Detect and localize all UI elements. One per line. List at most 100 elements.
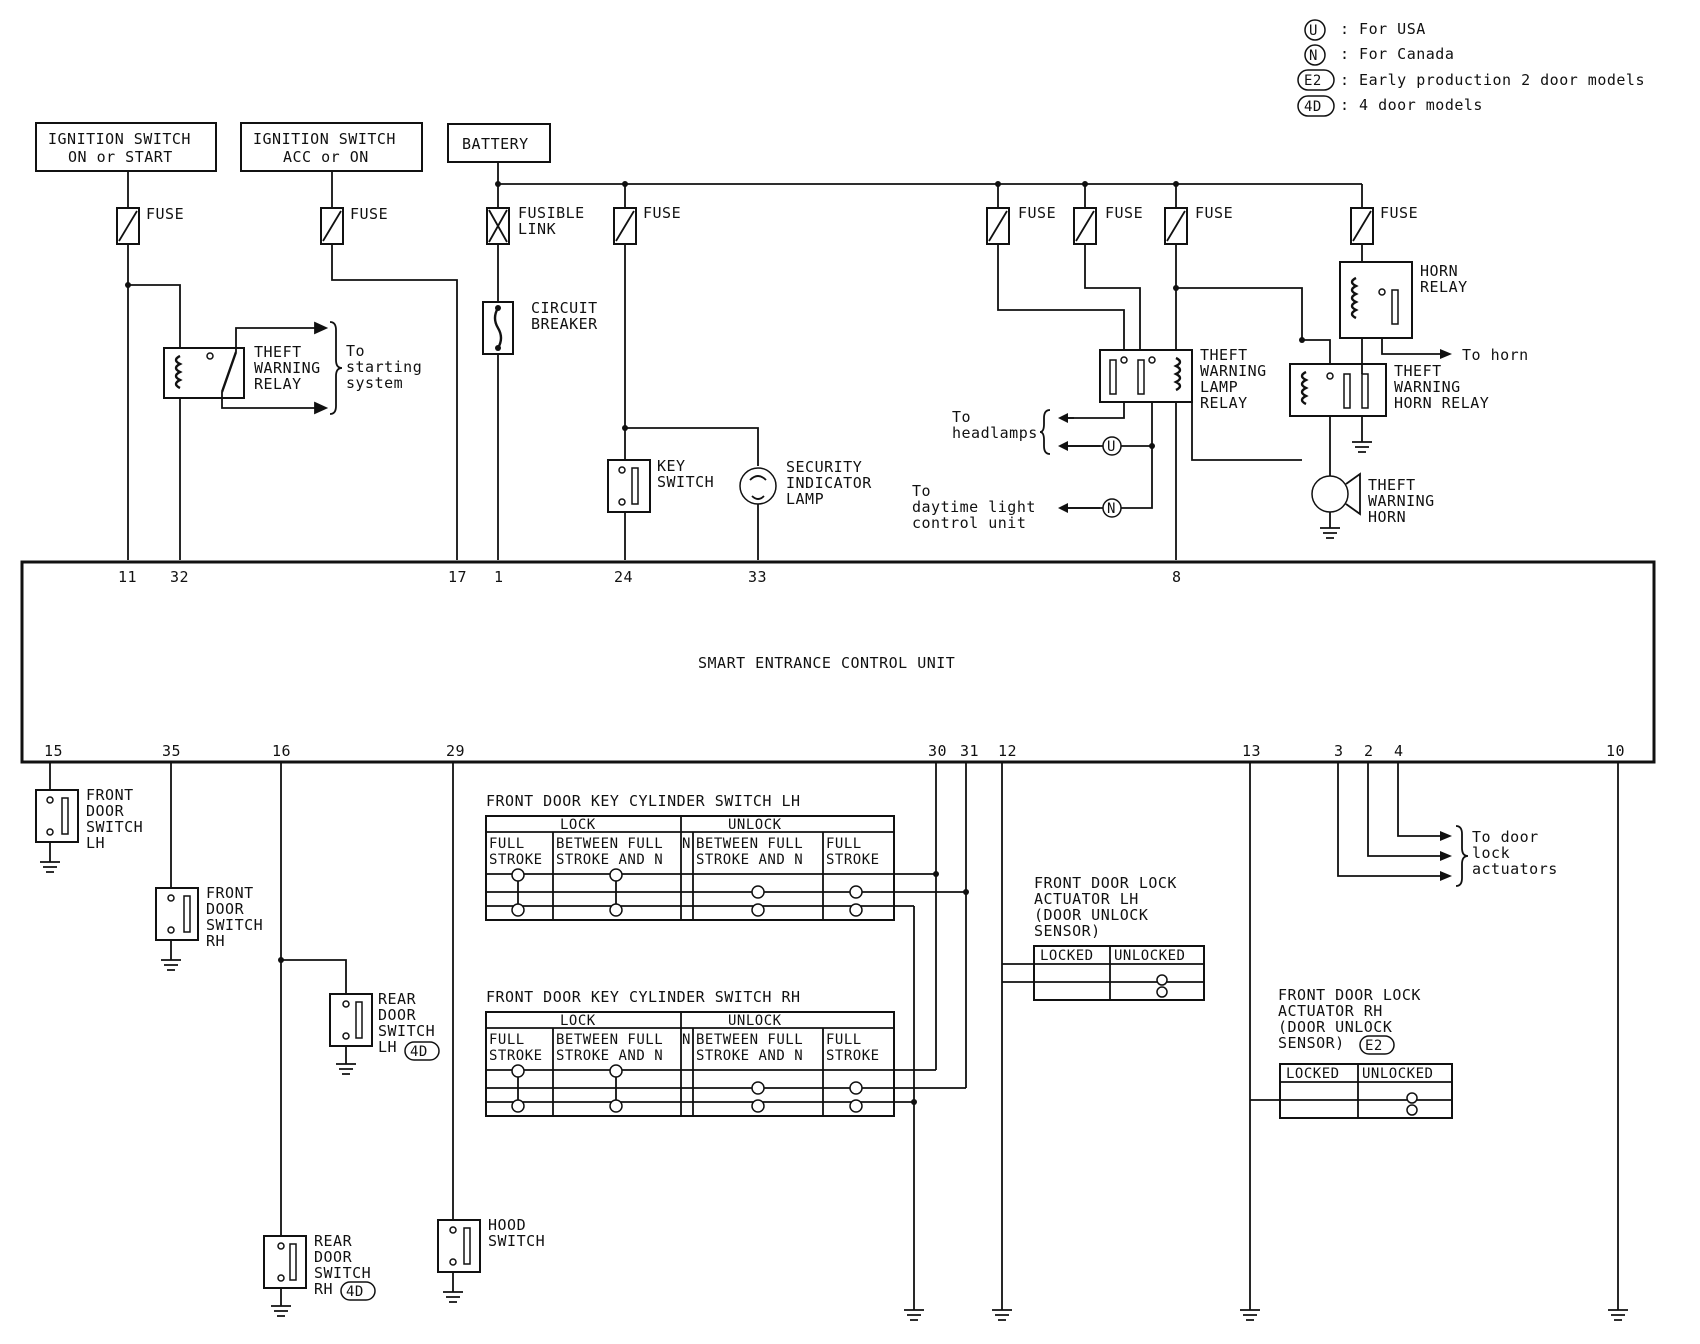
key-cylinder-switch-lh: FRONT DOOR KEY CYLINDER SWITCH LH LOCK U… [485, 792, 969, 921]
key-switch: KEY SWITCH [607, 425, 759, 560]
fuse-ign-on: FUSE [116, 171, 184, 560]
pin-8: 8 [1172, 568, 1182, 586]
kcs-lh-c2b: STROKE AND N [556, 852, 663, 868]
rds-lh-line3: SWITCH [378, 1022, 435, 1040]
key-cylinder-ground [904, 1309, 924, 1321]
legend-e2-symbol: E2 [1304, 73, 1322, 89]
pin-13: 13 [1242, 742, 1261, 760]
kcs-rh-c4a: BETWEEN FULL [696, 1032, 803, 1048]
horn-line2: WARNING [1368, 492, 1435, 510]
kcs-rh-c3: N [682, 1032, 691, 1048]
theft-warning-horn: THEFT WARNING HORN [1311, 460, 1435, 539]
act-lh-locked: LOCKED [1040, 948, 1094, 964]
kcs-rh-c5b: STROKE [826, 1048, 880, 1064]
fuse-ign-acc: FUSE [320, 171, 458, 560]
rds-lh-4d: 4D [410, 1044, 428, 1060]
fuse-label-3: FUSE [643, 204, 681, 222]
ign-acc-on-line2: ACC or ON [283, 148, 369, 166]
legend-early-2-door: E2 : Early production 2 door models [1297, 69, 1645, 91]
horn-line3: HORN [1368, 508, 1406, 526]
act-lh-line1: FRONT DOOR LOCK [1034, 874, 1177, 892]
relay-label-line3: RELAY [254, 375, 302, 393]
legend-canada-text: : For Canada [1340, 45, 1454, 63]
to-starting-line2: starting [346, 358, 422, 376]
hood-switch: HOOD SWITCH [437, 762, 545, 1303]
fusible-link-line2: LINK [518, 220, 556, 238]
fuse-label-5: FUSE [1105, 204, 1143, 222]
pin-4: 4 [1394, 742, 1404, 760]
fuse-lamp-relay-b: FUSE [1073, 184, 1143, 350]
hood-line1: HOOD [488, 1216, 526, 1234]
act-rh-locked: LOCKED [1286, 1066, 1340, 1082]
act-rh-line4: SENSOR) [1278, 1034, 1345, 1052]
to-headlamps-line2: headlamps [952, 424, 1038, 442]
fuse-label-4: FUSE [1018, 204, 1056, 222]
horn-relay2-line2: WARNING [1394, 378, 1461, 396]
front-door-lock-actuator-rh: FRONT DOOR LOCK ACTUATOR RH (DOOR UNLOCK… [1240, 762, 1453, 1321]
pin-10-ground [1608, 762, 1628, 1321]
fuse-label-7: FUSE [1380, 204, 1418, 222]
to-daytime-line3: control unit [912, 514, 1026, 532]
act-lh-line2: ACTUATOR LH [1034, 890, 1139, 908]
kcs-lh-c2a: BETWEEN FULL [556, 836, 663, 852]
pin-2: 2 [1364, 742, 1374, 760]
fds-rh-line4: RH [206, 932, 225, 950]
pin-32: 32 [170, 568, 189, 586]
legend-e2-text: : Early production 2 door models [1340, 71, 1645, 89]
rds-rh-line4: RH [314, 1280, 333, 1298]
rear-door-switch-rh: REAR DOOR SWITCH RH 4D [263, 1232, 376, 1317]
lamp-line2: INDICATOR [786, 474, 872, 492]
hood-line2: SWITCH [488, 1232, 545, 1250]
kcs-rh-unlock: UNLOCK [728, 1013, 782, 1029]
lamp-line3: LAMP [786, 490, 824, 508]
fuse-label-1: FUSE [146, 205, 184, 223]
theft-warning-horn-relay: THEFT WARNING HORN RELAY [1173, 285, 1489, 460]
legend-4d-symbol: 4D [1304, 99, 1322, 115]
ign-acc-on-line1: IGNITION SWITCH [253, 130, 396, 148]
kcs-rh-c4b: STROKE AND N [696, 1048, 803, 1064]
fds-rh-line3: SWITCH [206, 916, 263, 934]
kcs-rh-lock: LOCK [560, 1013, 596, 1029]
circuit-breaker: CIRCUIT BREAKER [482, 299, 598, 560]
legend-4-door: 4D : 4 door models [1297, 95, 1482, 117]
kcs-lh-c3: N [682, 836, 691, 852]
pin-30: 30 [928, 742, 947, 760]
act-lh-unlocked: UNLOCKED [1114, 948, 1185, 964]
fuse-label-2: FUSE [350, 205, 388, 223]
pin-10: 10 [1606, 742, 1625, 760]
fusible-link-line1: FUSIBLE [518, 204, 585, 222]
canada-marker-daytime: N [1107, 501, 1116, 517]
kcs-rh-c2b: STROKE AND N [556, 1048, 663, 1064]
to-starting-line3: system [346, 374, 403, 392]
pin-17: 17 [448, 568, 467, 586]
theft-warning-lamp-relay: THEFT WARNING LAMP RELAY U N To headlamp… [912, 346, 1302, 532]
front-door-switch-rh: FRONT DOOR SWITCH RH [155, 762, 263, 971]
legend-usa: U : For USA [1304, 19, 1425, 41]
battery: BATTERY [447, 123, 551, 163]
battery-label: BATTERY [462, 135, 529, 153]
usa-marker-headlamps: U [1107, 439, 1116, 455]
horn-relay: HORN RELAY To horn [1339, 261, 1528, 364]
kcs-rh-c5a: FULL [826, 1032, 862, 1048]
rds-rh-line2: DOOR [314, 1248, 353, 1266]
rds-rh-4d: 4D [346, 1284, 364, 1300]
fds-lh-line4: LH [86, 834, 105, 852]
kcs-lh-c4b: STROKE AND N [696, 852, 803, 868]
legend-usa-symbol: U [1309, 23, 1318, 39]
horn-line1: THEFT [1368, 476, 1416, 494]
act-rh-line1: FRONT DOOR LOCK [1278, 986, 1421, 1004]
rds-lh-line4: LH [378, 1038, 397, 1056]
ignition-switch-acc-on: IGNITION SWITCH ACC or ON [240, 122, 423, 172]
to-starting-line1: To [346, 342, 365, 360]
fuse-label-6: FUSE [1195, 204, 1233, 222]
kcs-rh-title: FRONT DOOR KEY CYLINDER SWITCH RH [486, 988, 801, 1006]
kcs-lh-c1a: FULL [489, 836, 525, 852]
smart-entrance-control-unit: SMART ENTRANCE CONTROL UNIT 11 32 17 1 2… [20, 560, 1656, 764]
pin-33: 33 [748, 568, 767, 586]
pin-24: 24 [614, 568, 633, 586]
fusible-link: FUSIBLE LINK [486, 184, 585, 302]
kcs-lh-c4a: BETWEEN FULL [696, 836, 803, 852]
front-door-lock-actuator-lh: FRONT DOOR LOCK ACTUATOR LH (DOOR UNLOCK… [992, 762, 1205, 1321]
ign-on-start-line1: IGNITION SWITCH [48, 130, 191, 148]
